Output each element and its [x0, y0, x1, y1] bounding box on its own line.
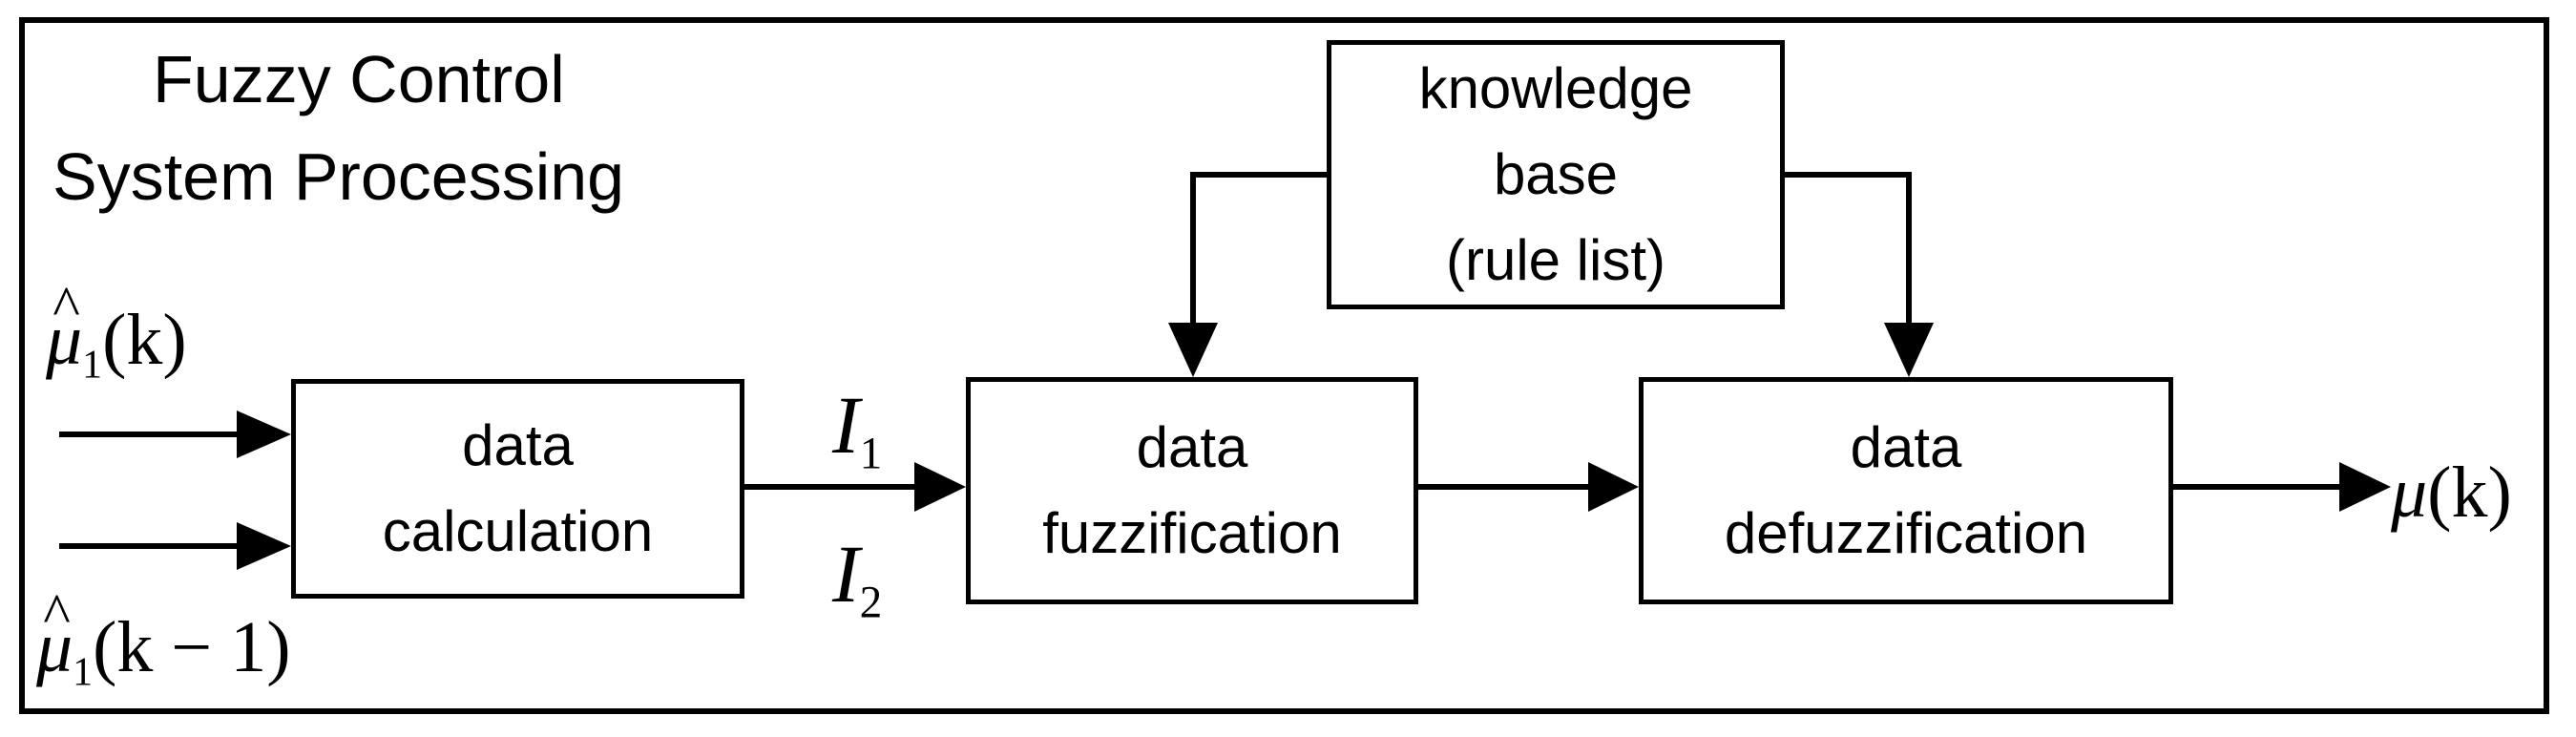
kb-to-defuzz-arrow-line: [1785, 172, 1912, 326]
data-defuzzification-line-2: defuzzification: [1724, 501, 2088, 565]
data-fuzzification-line-1: data: [1136, 415, 1248, 479]
data-calculation-line-2: calculation: [382, 499, 654, 563]
input-2-arg: (k − 1): [93, 607, 291, 687]
input-2-symbol: μ: [36, 586, 73, 684]
diagram-frame: [19, 17, 2549, 714]
knowledge-base-block: knowledge base (rule list): [1327, 40, 1785, 309]
input-1-label: μ1(k): [46, 279, 187, 388]
input-1-arrowhead: [237, 411, 291, 458]
intermediate-1-symbol: I: [832, 379, 860, 471]
data-fuzzification-block: data fuzzification: [966, 377, 1418, 604]
input-1-subscript: 1: [82, 343, 103, 388]
kb-to-fuzz-arrow-line: [1190, 172, 1327, 326]
output-arg: (k): [2427, 453, 2512, 533]
fuzz-to-defuzz-arrowhead: [1588, 462, 1639, 512]
data-calculation-block: data calculation: [291, 379, 744, 599]
input-1-symbol: μ: [46, 279, 82, 376]
data-calculation-line-1: data: [462, 413, 574, 477]
intermediate-2-label: I2: [832, 533, 882, 626]
data-fuzzification-line-2: fuzzification: [1042, 501, 1342, 565]
intermediate-2-symbol: I: [832, 528, 860, 620]
kb-to-fuzz-arrowhead: [1168, 323, 1218, 377]
input-2-subscript: 1: [73, 650, 94, 695]
input-2-arrowhead: [237, 522, 291, 570]
data-defuzzification-line-1: data: [1850, 415, 1962, 479]
data-defuzzification-block: data defuzzification: [1639, 377, 2173, 604]
calc-to-fuzz-arrowhead: [914, 462, 966, 512]
title-line-1: Fuzzy Control: [153, 42, 565, 116]
knowledge-base-line-3: (rule list): [1445, 228, 1665, 292]
title-line-2: System Processing: [52, 139, 625, 214]
output-symbol: μ: [2391, 453, 2428, 533]
knowledge-base-line-2: base: [1493, 142, 1619, 206]
kb-to-defuzz-arrowhead: [1884, 323, 1934, 377]
intermediate-2-subscript: 2: [859, 578, 883, 628]
output-label: μ(k): [2391, 456, 2512, 529]
intermediate-1-subscript: 1: [859, 429, 883, 479]
defuzz-to-output-arrowhead: [2339, 462, 2391, 512]
input-1-arg: (k): [102, 300, 187, 380]
knowledge-base-line-1: knowledge: [1418, 56, 1693, 120]
intermediate-1-label: I1: [832, 384, 882, 477]
input-2-label: μ1(k − 1): [36, 586, 291, 695]
